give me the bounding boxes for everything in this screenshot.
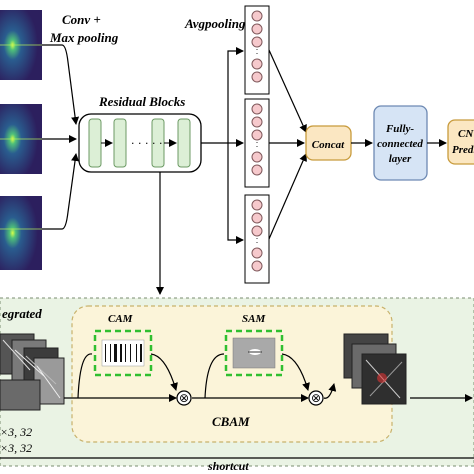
node-c2-5 (251, 164, 263, 176)
cam-map (101, 339, 145, 367)
input-spectrogram-3 (0, 196, 42, 270)
integrated-label: egrated (2, 306, 42, 321)
branch-arrows (201, 47, 244, 244)
multiply-node-2 (308, 390, 324, 406)
barcode-stripe (120, 344, 122, 362)
multiply-symbol-1: ⊗ (179, 391, 189, 405)
node-c2-3 (251, 129, 263, 141)
input-spectrogram-1 (0, 10, 42, 80)
node-c1-1 (251, 10, 263, 22)
cam-label: CAM (108, 313, 134, 325)
fc-label-line3: layer (389, 153, 412, 165)
node-c3-5 (251, 260, 263, 272)
node-c3-2 (251, 212, 263, 224)
shortcut-label: shortcut (207, 459, 249, 473)
residual-block-4 (177, 118, 191, 168)
cbam-label: CBAM (212, 414, 250, 429)
node-c2-1 (251, 103, 263, 115)
node-c1-5 (251, 71, 263, 83)
node-c3-3 (251, 225, 263, 237)
node-c2-4 (251, 151, 263, 163)
dims-line1: ×3, 32 (0, 425, 32, 439)
input-feature-maps (0, 333, 65, 411)
input-spectrogram-2 (0, 104, 42, 174)
barcode-stripe (105, 344, 106, 362)
sam-label: SAM (242, 313, 266, 325)
barcode-stripe (130, 344, 131, 362)
prediction-label-line1: CN (458, 128, 474, 140)
multiply-symbol-2: ⊗ (311, 391, 321, 405)
fc-label-line2: connected (377, 138, 423, 150)
multiply-node-1 (176, 390, 192, 406)
barcode-stripe (114, 344, 117, 362)
input-arrows (42, 44, 80, 230)
barcode-stripe (140, 344, 142, 362)
avgpooling-label: Avgpooling (184, 16, 246, 31)
node-c1-4 (251, 58, 263, 70)
conv-label-line1: Conv + (62, 12, 101, 27)
node-c1-3 (251, 36, 263, 48)
node-c3-1 (251, 199, 263, 211)
node-c1-2 (251, 23, 263, 35)
prediction-label-line2: Predi (452, 144, 474, 156)
node-c3-4 (251, 247, 263, 259)
residual-blocks-label: Residual Blocks (98, 94, 185, 109)
concat-arrows (268, 49, 307, 240)
output-feature-maps (343, 333, 407, 405)
prediction-box (447, 119, 474, 165)
barcode-stripe (110, 344, 111, 362)
column-nodes (251, 10, 263, 272)
concat-label: Concat (312, 139, 345, 151)
cam-barcode (105, 344, 142, 362)
residual-block-2 (113, 118, 127, 168)
conv-label-line2: Max pooling (49, 30, 119, 45)
barcode-stripe (136, 344, 137, 362)
cbam-flow-arrows (64, 353, 473, 402)
residual-dots: · · · · · (131, 137, 162, 150)
node-c2-2 (251, 116, 263, 128)
fc-label-line1: Fully- (385, 123, 414, 135)
residual-block-1 (88, 118, 102, 168)
dims-line2: ×3, 32 (0, 441, 32, 455)
barcode-stripe (125, 344, 126, 362)
